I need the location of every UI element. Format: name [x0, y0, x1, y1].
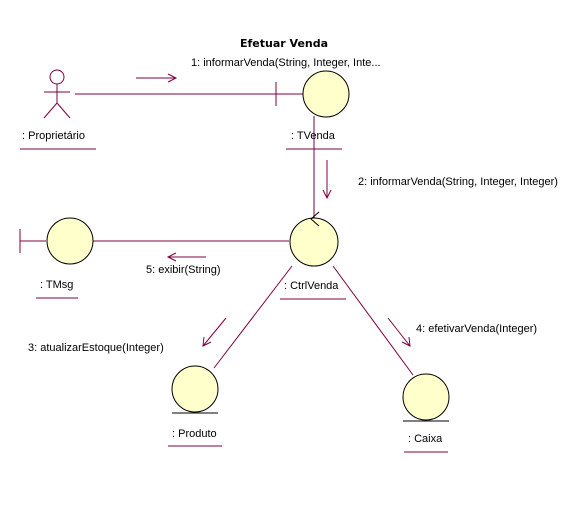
actor-proprietario[interactable]: : Proprietário: [20, 69, 96, 150]
object-label: : Caixa: [408, 433, 443, 445]
diagram-title: Efetuar Venda: [240, 37, 328, 50]
object-caixa[interactable]: : Caixa: [402, 373, 450, 453]
boundary-icon: [46, 217, 94, 265]
message-label: 1: informarVenda(String, Integer, Inte..…: [191, 57, 381, 69]
boundary-icon: [302, 70, 350, 118]
link-ctrlvenda-caixa: [332, 265, 414, 376]
object-label: : CtrlVenda: [284, 280, 339, 292]
actor-label: : Proprietário: [22, 130, 85, 142]
actor-icon: [43, 69, 71, 119]
object-tvenda[interactable]: : TVenda: [275, 70, 350, 150]
control-arrowhead: [310, 211, 320, 227]
message-label: 2: informarVenda(String, Integer, Intege…: [358, 176, 558, 188]
message-2[interactable]: 2: informarVenda(String, Integer, Intege…: [322, 160, 558, 200]
message-arrow: [202, 317, 227, 347]
object-produto[interactable]: : Produto: [168, 365, 222, 447]
message-arrow: [387, 317, 411, 347]
entity-icon: [171, 365, 219, 413]
message-1[interactable]: 1: informarVenda(String, Integer, Inte..…: [136, 57, 381, 83]
object-label: : TVenda: [291, 130, 336, 142]
object-tmsg[interactable]: : TMsg: [19, 217, 94, 299]
control-icon: [289, 217, 339, 267]
object-label: : Produto: [172, 428, 217, 440]
message-3[interactable]: 3: atualizarEstoque(Integer): [28, 317, 227, 354]
message-label: 4: efetivarVenda(Integer): [416, 323, 537, 335]
object-ctrlvenda[interactable]: : CtrlVenda: [280, 211, 346, 300]
object-label: : TMsg: [40, 279, 73, 291]
message-label: 5: exibir(String): [146, 264, 221, 276]
link-ctrlvenda-produto: [213, 265, 293, 369]
message-label: 3: atualizarEstoque(Integer): [28, 342, 164, 354]
message-5[interactable]: 5: exibir(String): [146, 252, 221, 276]
entity-icon: [402, 373, 450, 421]
message-4[interactable]: 4: efetivarVenda(Integer): [387, 317, 537, 347]
